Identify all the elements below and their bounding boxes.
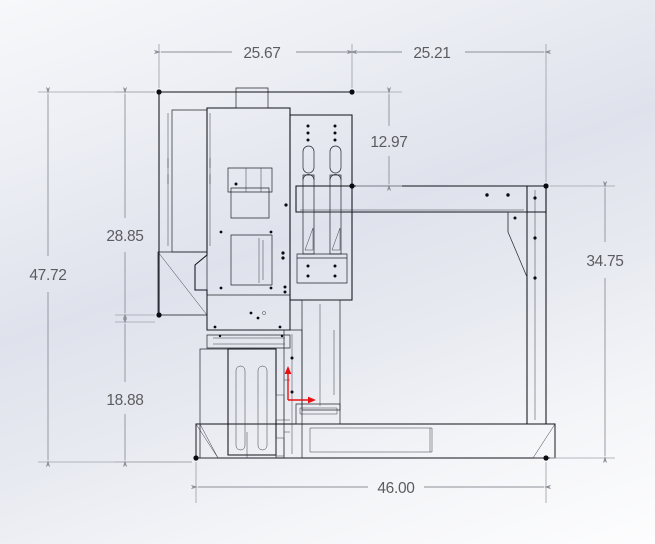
- dimension-value-47-72: 47.72: [29, 267, 66, 284]
- dimension-12-97[interactable]: 12.97: [356, 86, 408, 192]
- part-corner-gusset: [507, 211, 528, 278]
- dimension-34-75[interactable]: 34.75: [550, 180, 624, 464]
- part-lower-slider: [301, 299, 341, 411]
- model-geometry: [156, 87, 556, 461]
- part-vertical-rail: [283, 329, 303, 459]
- dimension-25-67[interactable]: 25.67: [153, 44, 358, 88]
- origin-axis-indicator: [284, 366, 316, 404]
- part-slotted-plate: [289, 114, 353, 301]
- dimension-18-88[interactable]: 18.88: [106, 316, 192, 468]
- dimension-annotations: 25.67 25.21 12.97: [29, 44, 624, 503]
- dimension-value-18-88: 18.88: [106, 392, 143, 409]
- part-blue-panel: [199, 348, 285, 459]
- dimension-value-12-97: 12.97: [370, 134, 407, 151]
- dimension-value-25-21: 25.21: [413, 45, 450, 62]
- dimension-value-28-85: 28.85: [106, 228, 143, 245]
- part-head-block: [206, 334, 291, 349]
- dimension-value-25-67: 25.67: [243, 45, 280, 62]
- part-left-side-panel: [167, 109, 211, 253]
- part-lower-tray: [295, 403, 341, 425]
- part-horizontal-beam: [295, 185, 547, 213]
- dimension-value-34-75: 34.75: [586, 253, 623, 270]
- part-base-plate: [195, 423, 556, 459]
- dimension-46-00[interactable]: 46.00: [190, 462, 552, 503]
- part-right-post: [526, 185, 547, 425]
- dimension-value-46-00: 46.00: [377, 480, 415, 497]
- part-center-column: [194, 87, 291, 331]
- dimension-28-85[interactable]: 28.85: [106, 86, 155, 321]
- dimension-25-21[interactable]: 25.21: [346, 44, 552, 182]
